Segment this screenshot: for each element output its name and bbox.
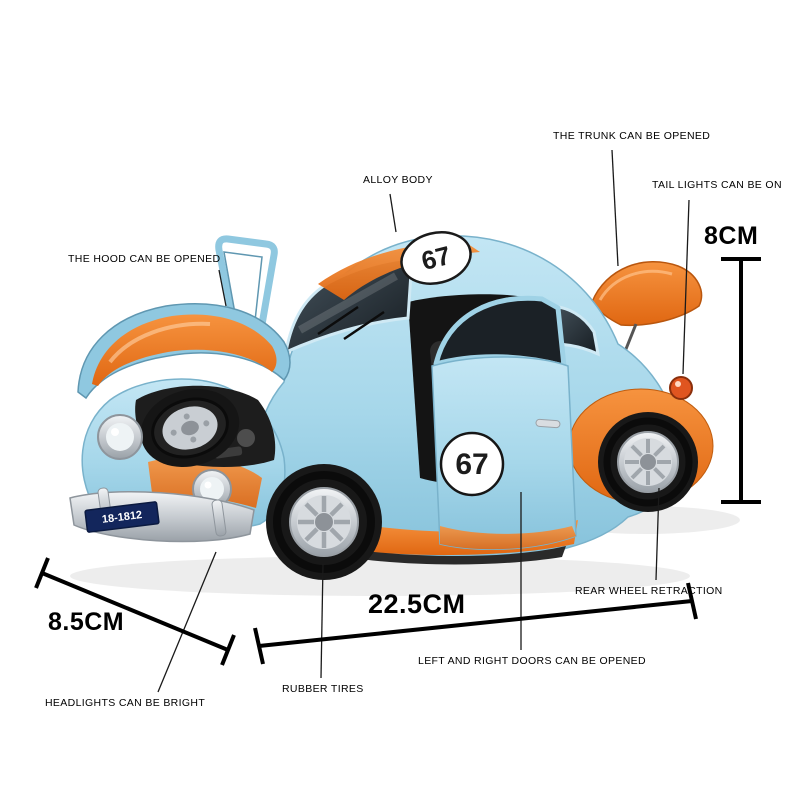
dimension-length-label: 22.5CM [368, 589, 466, 619]
tail-light [669, 376, 693, 400]
callout-hood-label: THE HOOD CAN BE OPENED [68, 253, 221, 265]
callout-headlights-label: HEADLIGHTS CAN BE BRIGHT [45, 697, 206, 709]
callout-line-tail-lights [682, 199, 690, 375]
license-plate-number: 18-1812 [101, 509, 143, 526]
far-door-frame [215, 235, 278, 337]
dimension-width-label: 8.5CM [48, 608, 125, 636]
callout-lines [157, 149, 690, 693]
callout-tires-label: RUBBER TIRES [282, 683, 364, 695]
callout-line-rear-wheel [655, 487, 660, 581]
dimension-height-label: 8CM [704, 222, 759, 250]
callout-line-hood [218, 269, 227, 307]
dimension-line-length [258, 599, 693, 648]
wiper-icon [343, 310, 385, 341]
open-door: 67 [431, 295, 577, 551]
roof-decal-number: 67 [418, 240, 453, 276]
front-bumper: 18-1812 [69, 487, 255, 543]
roof-decal: 67 [400, 231, 472, 285]
license-plate: 18-1812 [84, 501, 160, 533]
callout-alloy-body-label: ALLOY BODY [363, 174, 433, 186]
door-decal: 67 [439, 431, 505, 497]
dimension-lines [34, 257, 761, 666]
callout-rear-wheel-label: REAR WHEEL RETRACTION [575, 585, 723, 597]
callout-tail-lights-label: TAIL LIGHTS CAN BE ON [652, 179, 782, 191]
rear-wheel [598, 412, 698, 512]
door-decal-number: 67 [455, 448, 488, 481]
hood-open [77, 303, 291, 400]
door-handle [535, 418, 561, 429]
callout-line-tires [320, 563, 324, 679]
wiper-icon [317, 305, 359, 336]
callout-line-alloy-body [389, 193, 397, 233]
front-wheel [266, 464, 382, 580]
callout-line-trunk [611, 149, 619, 267]
far-door-frame-inner [223, 251, 263, 331]
callout-doors-label: LEFT AND RIGHT DOORS CAN BE OPENED [418, 655, 646, 667]
dimension-line-width [41, 571, 229, 652]
headlight-far [97, 414, 143, 460]
callout-trunk-label: THE TRUNK CAN BE OPENED [553, 130, 711, 142]
callout-line-headlights [157, 551, 217, 693]
spare-wheel [140, 388, 240, 468]
